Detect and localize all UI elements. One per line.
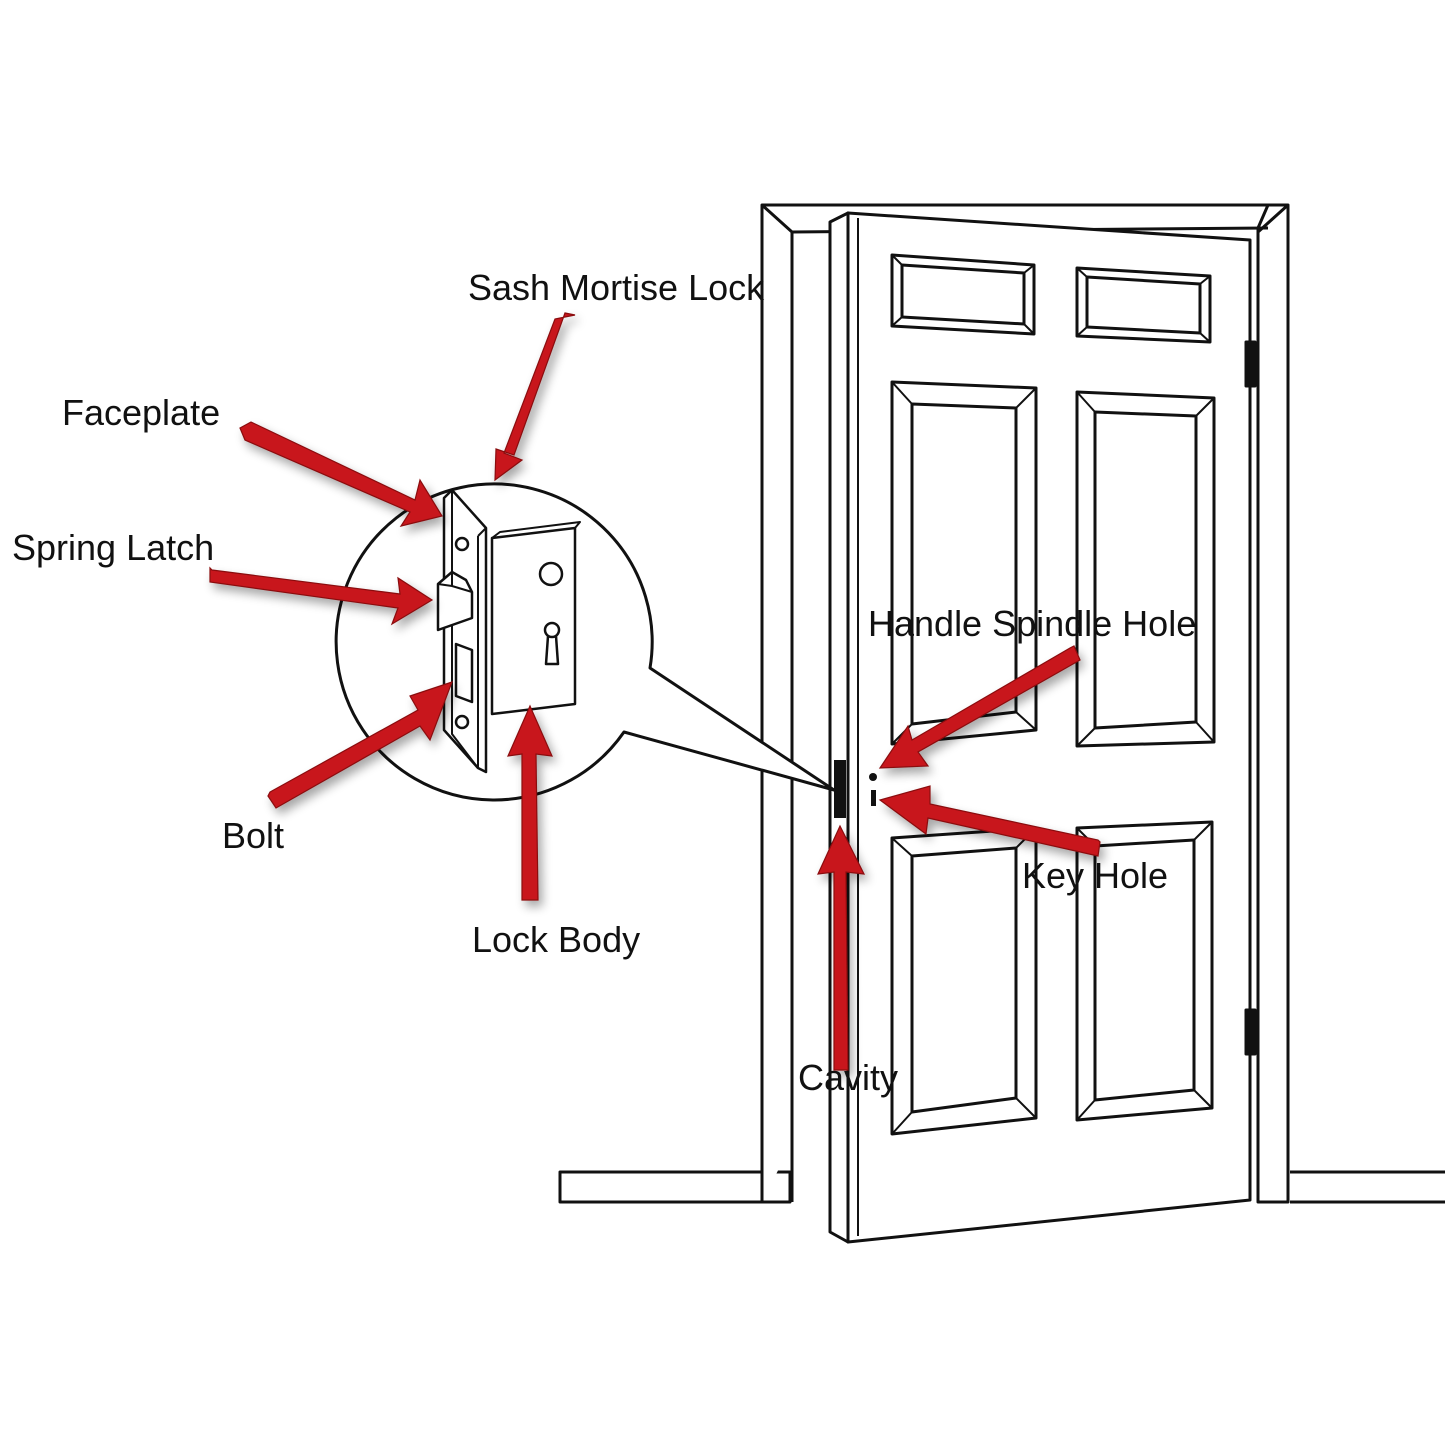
arrow-handle-spindle-hole [878, 645, 1081, 769]
key-hole-mark [871, 790, 876, 806]
door-scene [334, 203, 1445, 1244]
lock-body-keyhole [543, 621, 561, 666]
arrow-bolt [267, 681, 454, 809]
hinge-top [1244, 340, 1257, 388]
arrow-spring-latch [209, 566, 434, 626]
arrow-sash-mortise-lock [494, 312, 576, 482]
lock-body-spindle-hole [538, 561, 564, 587]
lock-body-shape [490, 526, 577, 716]
arrow-key-hole [878, 785, 1101, 857]
floor-baseboard-right [1290, 1170, 1445, 1204]
faceplate-shape [442, 488, 488, 774]
label-spring-latch: Spring Latch [12, 527, 214, 568]
label-lock-body: Lock Body [472, 919, 640, 960]
arrow-group [209, 312, 1101, 1071]
lock-cavity [834, 760, 846, 818]
arrow-cavity [817, 824, 866, 1071]
label-sash-mortise-lock: Sash Mortise Lock [468, 267, 765, 308]
label-faceplate: Faceplate [62, 392, 220, 433]
hinge-bottom [1244, 1008, 1257, 1056]
faceplate-screw-bottom [454, 714, 470, 730]
floor-baseboard-left [558, 1170, 792, 1204]
door-frame-miter-right [1256, 203, 1290, 234]
label-key-hole: Key Hole [1022, 855, 1168, 896]
panel-top-right [1075, 266, 1212, 344]
handle-spindle-hole-mark [869, 773, 877, 781]
label-bolt: Bolt [222, 815, 284, 856]
magnifier-callout [334, 482, 836, 802]
label-handle-spindle-hole: Handle Spindle Hole [868, 603, 1196, 644]
label-cavity: Cavity [798, 1057, 898, 1098]
faceplate-screw-top [454, 536, 470, 552]
arrow-faceplate [239, 421, 443, 527]
panel-middle-right [1075, 390, 1216, 748]
mortise-lock [436, 488, 581, 774]
panel-bottom-left [890, 826, 1038, 1136]
bolt-slot [454, 642, 474, 704]
arrow-lock-body [507, 704, 553, 901]
panel-top-left [890, 253, 1036, 336]
panel-middle-left [890, 380, 1038, 746]
